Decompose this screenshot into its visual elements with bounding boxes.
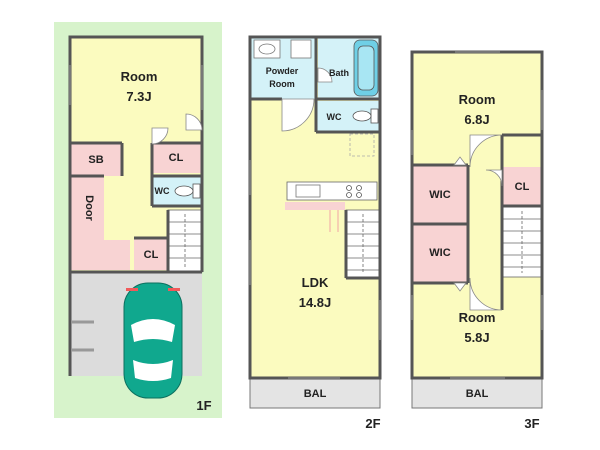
f2-counter-strip (285, 202, 345, 210)
f1-door-arcs (151, 113, 203, 145)
f1-sb-label: SB (88, 154, 103, 166)
f2-door-arcs (281, 67, 333, 132)
f2-ldk-name: LDK (302, 275, 329, 290)
f2-ldk-size: 14.8J (299, 295, 332, 310)
sink-icon (253, 39, 281, 59)
f2-windows (249, 160, 381, 379)
f3-door-markers (453, 156, 467, 292)
f1-room-name: Room (121, 69, 158, 84)
f3-wic-lower-label: WIC (429, 247, 450, 259)
floor-1-label: 1F (196, 398, 211, 413)
f3-wic-lower-area (412, 225, 468, 283)
f1-room-size: 7.3J (126, 89, 151, 104)
f2-bath-label: Bath (329, 68, 349, 78)
f3-wic-upper-area (412, 165, 468, 223)
kitchen-sink-icon (295, 184, 321, 198)
parking-markers (72, 320, 94, 352)
washer-icon (290, 39, 312, 59)
f2-wc-label: WC (327, 112, 342, 122)
f1-corridor-bottom (70, 240, 130, 270)
f3-cl-area (502, 167, 542, 205)
f1-cl-upper-area (152, 143, 202, 173)
f1-cl-upper-label: CL (169, 152, 184, 164)
f3-room-lower-size: 5.8J (464, 330, 489, 345)
f2-powder-line2: Room (269, 79, 295, 89)
f3-room-upper-size: 6.8J (464, 112, 489, 127)
f3-door-arcs (469, 134, 503, 311)
f3-windows (411, 51, 543, 379)
f2-stairs-rail (329, 210, 339, 232)
f3-room-upper-name: Room (459, 92, 496, 107)
f1-sb-area (70, 143, 122, 176)
f1-cl-lower-label: CL (144, 249, 159, 261)
f1-wc-label: WC (155, 186, 170, 196)
f1-cl-lower-area (134, 238, 168, 270)
f3-wic-upper-label: WIC (429, 189, 450, 201)
floor-2-label: 2F (365, 416, 380, 431)
f2-powder-line1: Powder (266, 66, 299, 76)
stove-icon (346, 185, 362, 198)
f1-walls (68, 35, 204, 376)
floor-3: Room 6.8J WIC WIC CL Room 5.8J BAL 3F (410, 50, 544, 431)
f1-door-label: Door (83, 195, 95, 221)
f3-balcony (411, 377, 543, 409)
car-icon (123, 282, 183, 399)
floor-3-label: 3F (524, 416, 539, 431)
floor-2: Powder Room Bath WC LDK 14.8J BAL 2F (248, 35, 382, 431)
toilet-icon (174, 183, 201, 199)
f3-cl-label: CL (515, 181, 530, 193)
f1-windows (69, 65, 203, 110)
f2-balcony-label: BAL (304, 388, 327, 400)
stairs-icon (345, 209, 381, 279)
toilet-icon (352, 108, 379, 124)
bathtub-icon (353, 39, 379, 97)
floor-1: Room 7.3J SB CL WC CL Door 1F (54, 22, 222, 418)
fridge-space (349, 133, 375, 157)
stairs-icon (501, 206, 543, 278)
stairs-icon (167, 209, 203, 273)
f3-balcony-label: BAL (466, 388, 489, 400)
f3-room-lower-name: Room (459, 310, 496, 325)
